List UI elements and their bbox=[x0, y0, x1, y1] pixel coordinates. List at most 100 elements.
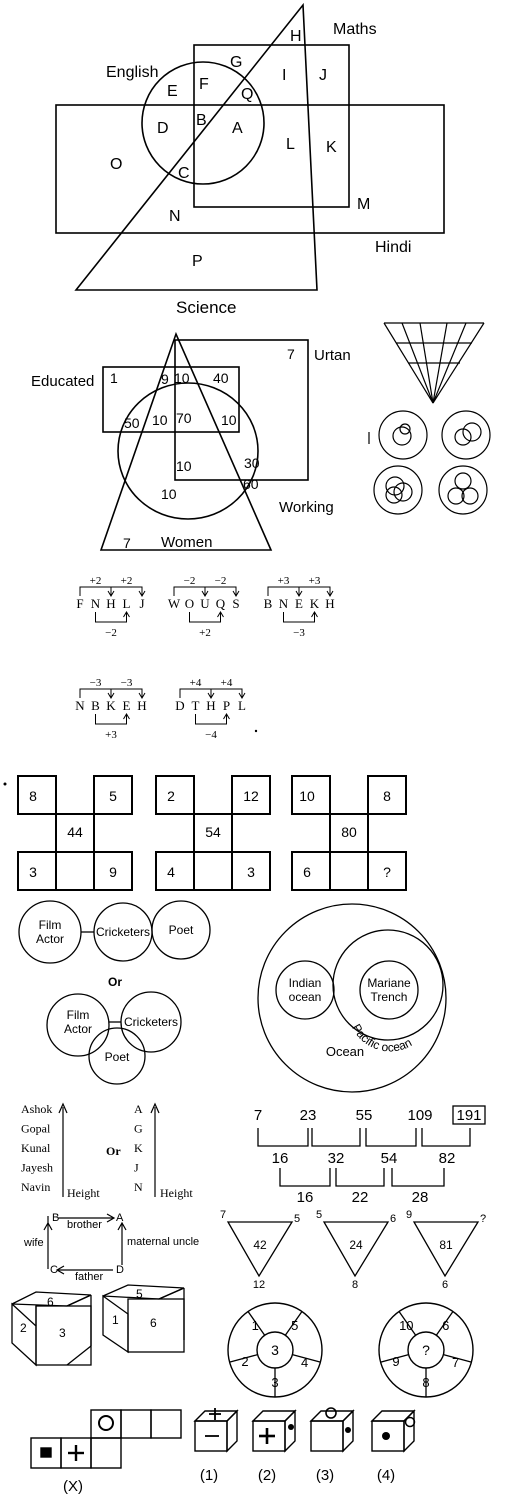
series-term: 55 bbox=[356, 1107, 373, 1124]
series-bottom-bracket bbox=[95, 714, 127, 725]
region-j: J bbox=[319, 67, 327, 84]
cricketers-label: Cricketers bbox=[96, 925, 150, 939]
grid-cell bbox=[17, 851, 57, 891]
count-9: 9 bbox=[161, 371, 169, 387]
relation-circles-overlap bbox=[46, 991, 182, 1085]
region-m: M bbox=[357, 196, 370, 213]
node-b: B bbox=[52, 1212, 59, 1224]
region-a: A bbox=[232, 120, 243, 137]
option-circle-1 bbox=[378, 410, 428, 460]
grid-cell bbox=[231, 775, 271, 815]
series-letter: F bbox=[76, 596, 83, 611]
series-letter: H bbox=[325, 596, 334, 611]
first-difference: 82 bbox=[439, 1150, 456, 1167]
series-top-step: −2 bbox=[215, 575, 227, 587]
english-circle bbox=[141, 61, 265, 185]
stray-dot bbox=[3, 782, 7, 786]
die2-left: 1 bbox=[112, 1313, 119, 1327]
grid-top-left-value: 8 bbox=[29, 788, 37, 804]
black-square-icon bbox=[40, 1447, 52, 1458]
venn1-text: Maths English Hindi Science H G I J F E … bbox=[106, 21, 411, 317]
series-top-bracket bbox=[110, 688, 143, 698]
die1-top: 6 bbox=[47, 1295, 54, 1309]
urtan-label: Urtan bbox=[314, 347, 351, 364]
arrow-down-icon bbox=[138, 692, 146, 699]
series-bottom-bracket bbox=[195, 714, 227, 725]
triangle-top-right: ? bbox=[480, 1213, 486, 1225]
series-top-bracket bbox=[210, 688, 243, 698]
arrow-up-icon bbox=[223, 713, 230, 720]
triangle-top-right: 5 bbox=[294, 1213, 300, 1225]
arrow-down-icon bbox=[238, 692, 246, 699]
die-2 bbox=[102, 1284, 185, 1354]
grid-cell bbox=[155, 775, 195, 815]
option-circle-3 bbox=[373, 465, 423, 515]
series-letter: L bbox=[123, 596, 131, 611]
dice-pair bbox=[11, 1284, 185, 1367]
cube-option-3: (3) bbox=[309, 1407, 355, 1484]
grid-top-left-value: 2 bbox=[167, 788, 175, 804]
series-letter: E bbox=[295, 596, 303, 611]
grid-cell bbox=[93, 775, 133, 815]
option-circle-2 bbox=[441, 410, 491, 460]
dot-icon bbox=[382, 1432, 390, 1440]
first-difference: 54 bbox=[381, 1150, 398, 1167]
wheel-segment-value: 8 bbox=[422, 1375, 429, 1390]
funnel-diagram bbox=[383, 322, 485, 404]
count-women-only: 7 bbox=[123, 535, 131, 551]
grid-bottom-left-value: 3 bbox=[29, 864, 37, 880]
science-label: Science bbox=[176, 298, 236, 317]
person-letter: N bbox=[134, 1180, 143, 1194]
triangle-bottom: 6 bbox=[442, 1279, 448, 1291]
english-label: English bbox=[106, 64, 158, 81]
grid-center-value: 44 bbox=[67, 824, 83, 840]
triangle-bottom: 8 bbox=[352, 1279, 358, 1291]
pacific-ocean-circle bbox=[332, 929, 444, 1041]
count-10-right: 10 bbox=[221, 412, 237, 428]
grid-bottom-right-value: 3 bbox=[247, 864, 255, 880]
count-60: 60 bbox=[243, 476, 259, 492]
series-letter: K bbox=[106, 698, 116, 713]
grid-cell bbox=[93, 851, 133, 891]
women-triangle bbox=[99, 331, 273, 551]
region-h: H bbox=[290, 28, 302, 45]
grid-bottom-left-value: 6 bbox=[303, 864, 311, 880]
triangle-center: 42 bbox=[253, 1238, 267, 1252]
women-label: Women bbox=[161, 534, 212, 551]
region-i: I bbox=[282, 67, 286, 84]
grid-top-right-value: 12 bbox=[243, 788, 259, 804]
venn2-text: Urtan Educated Working Women 7 1 9 10 40… bbox=[31, 346, 351, 551]
grid-cell bbox=[329, 851, 369, 891]
person-name: Ashok bbox=[21, 1102, 52, 1116]
region-k: K bbox=[326, 139, 337, 156]
series-top-bracket bbox=[79, 586, 112, 596]
region-q: Q bbox=[241, 86, 253, 103]
ocean-label: Ocean bbox=[326, 1044, 364, 1059]
poet-label-2: Poet bbox=[105, 1050, 130, 1064]
series-bottom-bracket bbox=[283, 612, 315, 623]
cube-answer-options: (1)(2)(3)(4) bbox=[193, 1407, 416, 1484]
dice-text: 6 2 3 5 1 6 bbox=[20, 1287, 157, 1340]
region-l: L bbox=[286, 136, 295, 153]
region-c: C bbox=[178, 165, 190, 182]
series-bottom-bracket bbox=[189, 612, 221, 623]
triangle-bottom: 12 bbox=[253, 1279, 265, 1291]
grid-top-right-value: 8 bbox=[383, 788, 391, 804]
series-bottom-bracket bbox=[95, 612, 127, 623]
die2-front: 6 bbox=[150, 1316, 157, 1330]
triangle-top-right: 6 bbox=[390, 1213, 396, 1225]
dot-icon bbox=[288, 1424, 294, 1430]
person-letter: G bbox=[134, 1122, 143, 1136]
